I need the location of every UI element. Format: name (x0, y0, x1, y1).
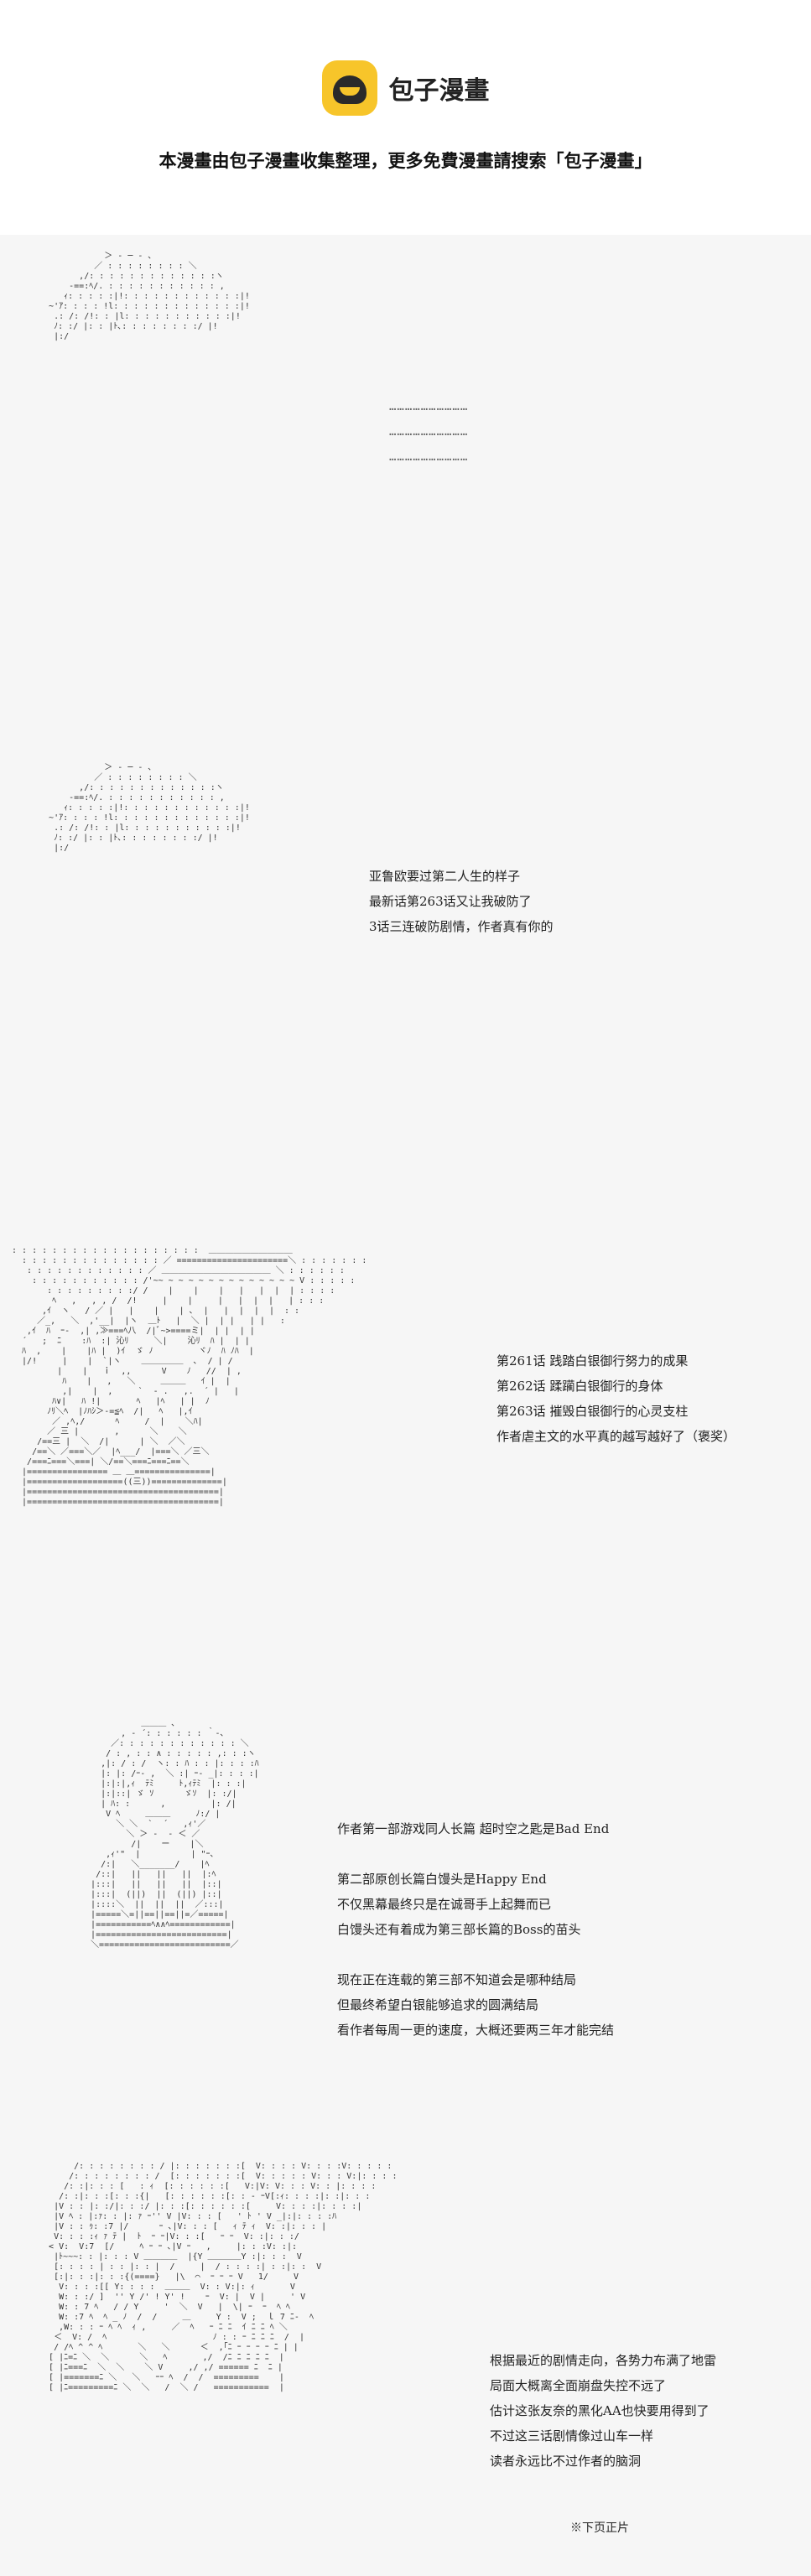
caption-line: 作者第一部游戏同人长篇 超时空之匙是Bad End (337, 1821, 610, 1836)
ascii-art-figure-crowned: : : : : : : : : : : : : : : : : : : : ＿＿… (12, 1246, 367, 1507)
panel-4: ＿＿＿ ､ , ‐ ´: : : : : : ｀‐､ ／: : : : : : … (0, 1702, 811, 2122)
baozi-logo-icon (321, 60, 377, 116)
ascii-art-figure-standing: ＞ ‐ ─ ‐ ､ ／ : : : : : : : : ＼ ,/: : : : … (34, 252, 467, 464)
caption-line: 局面大概离全面崩盘失控不远了 (490, 2378, 667, 2393)
caption-line: 不过这三话剧情像过山车一样 (490, 2428, 654, 2444)
caption-line: 白馒头还有着成为第三部长篇的Boss的苗头 (337, 1922, 581, 1937)
ellipsis-line: ………………………… (389, 450, 469, 464)
source-notice: 本漫畫由包子漫畫收集整理，更多免費漫畫請搜索「包子漫畫」 (159, 151, 652, 171)
ascii-art-figure-seated: ＿＿＿ ､ , ‐ ´: : : : : : ｀‐､ ／: : : : : : … (91, 1719, 259, 1950)
caption-line: 作者虐主文的水平真的越写越好了（褒奖） (496, 1429, 736, 1444)
panel-4-caption: 作者第一部游戏同人长篇 超时空之匙是Bad End 第二部原创长篇白馒头是Hap… (337, 1816, 614, 2043)
ascii-art-figure-dark: /: : : : : : : : / |: : : : : : :[ V: : … (49, 2162, 398, 2392)
logo-row: 包子漫畫 (0, 60, 811, 116)
ellipsis-line: ………………………… (389, 425, 469, 439)
panel-2-caption: 亚鲁欧要过第二人生的样子 最新话第263话又让我破防了 3话三连破防剧情，作者真… (369, 864, 554, 939)
caption-line: 根据最近的剧情走向，各势力布满了地雷 (490, 2353, 717, 2368)
panel-3-caption: 第261话 践踏白银御行努力的成果 第262话 蹂躏白银御行的身体 第263话 … (496, 1348, 736, 1449)
caption-line (337, 1841, 614, 1867)
caption-line: 看作者每周一更的速度，大概还要两三年才能完结 (337, 2023, 615, 2038)
caption-line: 读者永远比不过作者的脑洞 (490, 2454, 642, 2469)
caption-line: 第263话 摧毁白银御行的心灵支柱 (496, 1404, 689, 1419)
ellipsis-line: ………………………… (389, 400, 469, 413)
caption-line: 估计这张友奈的黑化AA也快要用得到了 (490, 2403, 710, 2418)
panel-1-ellipses: ………………………… ………………………… ………………………… (389, 394, 468, 470)
site-header: 包子漫畫 本漫畫由包子漫畫收集整理，更多免費漫畫請搜索「包子漫畫」 (0, 0, 811, 235)
caption-line: 现在正在连载的第三部不知道会是哪种结局 (337, 1972, 577, 1987)
caption-line: 第二部原创长篇白馒头是Happy End (337, 1872, 547, 1887)
panel-1: ＞ ‐ ─ ‐ ､ ／ : : : : : : : : ＼ ,/: : : : … (0, 235, 811, 704)
ascii-art-figure-standing: ＞ ‐ ─ ‐ ､ ／ : : : : : : : : ＼ ,/: : : : … (34, 763, 554, 934)
panel-3: : : : : : : : : : : : : : : : : : : : ＿＿… (0, 1241, 811, 1677)
caption-line: 亚鲁欧要过第二人生的样子 (369, 869, 521, 884)
panel-2: ＞ ‐ ─ ‐ ､ ／ : : : : : : : : ＼ ,/: : : : … (0, 746, 811, 1216)
caption-line: 不仅黑幕最终只是在诚哥手上起舞而已 (337, 1897, 552, 1912)
caption-line (337, 1942, 614, 1967)
next-page-note: ※下页正片 (570, 2521, 629, 2535)
caption-line: 最新话第263话又让我破防了 (369, 894, 532, 909)
caption-line: 第262话 蹂躏白银御行的身体 (496, 1379, 663, 1394)
panel-5: /: : : : : : : : / |: : : : : : :[ V: : … (0, 2147, 811, 2576)
caption-line: 3话三连破防剧情，作者真有你的 (369, 919, 554, 934)
panel-5-caption: 根据最近的剧情走向，各势力布满了地雷 局面大概离全面崩盘失控不远了 估计这张友奈… (490, 2348, 716, 2474)
caption-line: 但最终希望白银能够追求的圆满结局 (337, 1997, 539, 2012)
caption-line: 第261话 践踏白银御行努力的成果 (496, 1353, 689, 1368)
brand-name: 包子漫畫 (388, 76, 490, 106)
